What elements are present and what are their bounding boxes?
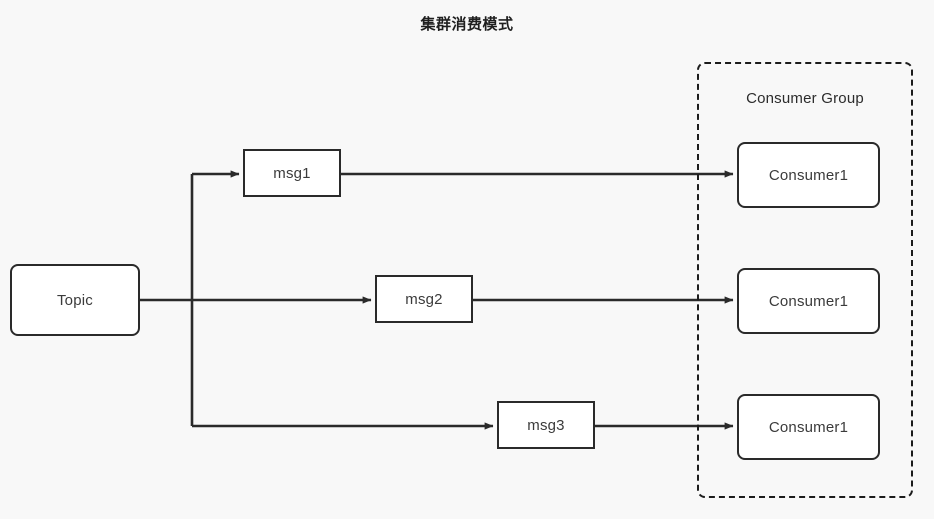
node-msg2[interactable]: msg2 bbox=[375, 275, 473, 323]
node-msg3[interactable]: msg3 bbox=[497, 401, 595, 449]
node-msg1[interactable]: msg1 bbox=[243, 149, 341, 197]
consumer-group-boundary bbox=[697, 62, 913, 498]
diagram-title: 集群消费模式 bbox=[420, 16, 514, 33]
node-consumer-1[interactable]: Consumer1 bbox=[737, 142, 880, 208]
node-topic[interactable]: Topic bbox=[10, 264, 140, 336]
node-consumer-3[interactable]: Consumer1 bbox=[737, 394, 880, 460]
node-consumer-2[interactable]: Consumer1 bbox=[737, 268, 880, 334]
consumer-group-label: Consumer Group bbox=[746, 90, 864, 107]
